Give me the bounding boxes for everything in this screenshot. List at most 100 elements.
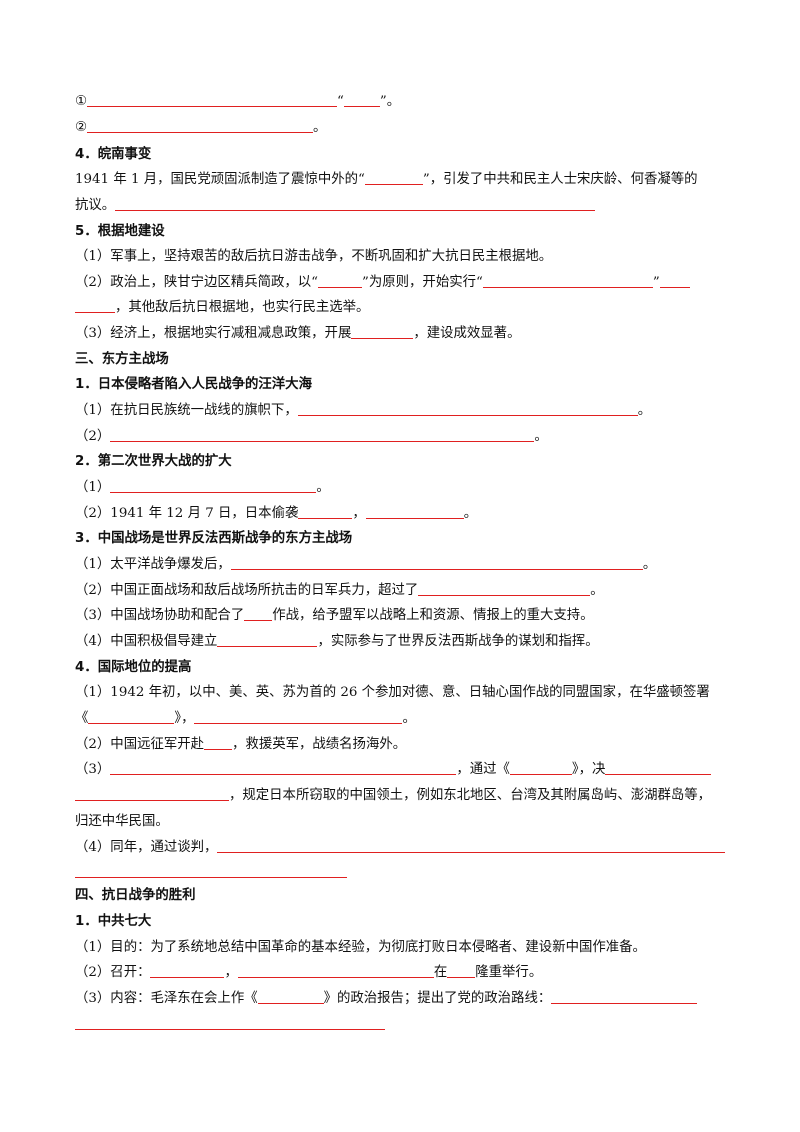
text-segment: 三、东方主战场 xyxy=(75,352,169,367)
fill-in-blank[interactable] xyxy=(217,838,726,853)
text-segment: 四、抗日战争的胜利 xyxy=(75,888,196,903)
section-heading: 2．第二次世界大战的扩大 xyxy=(75,452,735,472)
fill-in-blank[interactable] xyxy=(257,989,324,1004)
section-heading: 3．中国战场是世界反法西斯战争的东方主战场 xyxy=(75,529,735,549)
text-line: ①“”。 xyxy=(75,92,735,112)
text-line: 1941 年 1 月，国民党顽固派制造了震惊中外的“”，引发了中共和民主人士宋庆… xyxy=(75,170,735,190)
text-line: （3）中国战场协助和配合了作战，给予盟军以战略上和资源、情报上的重大支持。 xyxy=(75,606,735,626)
fill-in-blank[interactable] xyxy=(110,427,535,442)
text-segment: ”，引发了中共和民主人士宋庆龄、何香凝等的 xyxy=(422,172,698,187)
text-segment: （1）军事上，坚持艰苦的敌后抗日游击战争，不断巩固和扩大抗日民主根据地。 xyxy=(75,249,553,264)
section-heading: 4．皖南事变 xyxy=(75,145,735,165)
text-segment: 》，决 xyxy=(571,762,606,777)
text-segment: 抗议。 xyxy=(75,198,116,213)
text-segment: 归还中华民国。 xyxy=(75,814,169,829)
text-line: ②。 xyxy=(75,118,735,138)
fill-in-blank[interactable] xyxy=(447,963,476,978)
text-segment: 。 xyxy=(590,583,604,598)
fill-in-blank[interactable] xyxy=(237,963,434,978)
fill-in-blank[interactable] xyxy=(509,760,572,775)
text-line: （1）太平洋战争爆发后， 。 xyxy=(75,555,735,575)
fill-in-blank[interactable] xyxy=(244,606,273,621)
fill-in-blank[interactable] xyxy=(194,709,403,724)
section-heading: 5．根据地建设 xyxy=(75,222,735,242)
text-segment: （3）内容：毛泽东在会上作《 xyxy=(75,991,258,1006)
fill-in-blank[interactable] xyxy=(115,196,596,211)
text-segment: ”为原则，开始实行“ xyxy=(362,275,483,290)
fill-in-blank[interactable] xyxy=(75,1015,385,1030)
text-line: （4）同年，通过谈判， xyxy=(75,838,735,858)
text-segment: （2）中国正面战场和敌后战场所抗击的日军兵力，超过了 xyxy=(75,583,419,598)
text-segment: 1．中共七大 xyxy=(75,914,152,929)
text-segment: ，建设成效显著。 xyxy=(413,326,521,341)
text-segment: 2．第二次世界大战的扩大 xyxy=(75,454,232,469)
text-segment: ，其他敌后抗日根据地，也实行民主选举。 xyxy=(115,300,370,315)
text-segment: 3．中国战场是世界反法西斯战争的东方主战场 xyxy=(75,531,353,546)
text-segment: ， xyxy=(352,506,366,521)
fill-in-blank[interactable] xyxy=(343,92,380,107)
text-line xyxy=(75,863,735,883)
section-heading: 三、东方主战场 xyxy=(75,350,735,370)
fill-in-blank[interactable] xyxy=(298,504,353,519)
text-line: 抗议。 xyxy=(75,196,735,216)
text-segment: （1） xyxy=(75,480,111,495)
text-segment: 4．皖南事变 xyxy=(75,147,152,162)
text-line: 《》，。 xyxy=(75,709,735,729)
text-segment: （3） xyxy=(75,762,111,777)
fill-in-blank[interactable] xyxy=(204,735,233,750)
fill-in-blank[interactable] xyxy=(318,273,363,288)
fill-in-blank[interactable] xyxy=(605,760,712,775)
text-segment: （2）1941 年 12 月 7 日，日本偷袭 xyxy=(75,506,299,521)
text-segment: （2） xyxy=(75,429,111,444)
fill-in-blank[interactable] xyxy=(365,504,464,519)
fill-in-blank[interactable] xyxy=(297,401,638,416)
text-segment: 。 xyxy=(637,403,652,418)
text-segment: 。 xyxy=(313,120,327,135)
text-segment: （4）中国积极倡导建立 xyxy=(75,634,218,649)
text-segment: 。 xyxy=(534,429,548,444)
text-segment: （1）1942 年初，以中、美、英、苏为首的 26 个参加对德、意、日轴心国作战… xyxy=(75,685,710,700)
text-line: （2）中国正面战场和敌后战场所抗击的日军兵力，超过了 。 xyxy=(75,581,735,601)
text-segment: （1）目的：为了系统地总结中国革命的基本经验，为彻底打败日本侵略者、建设新中国作… xyxy=(75,940,646,955)
text-line xyxy=(75,1015,735,1035)
text-line: （2）召开：，在隆重举行。 xyxy=(75,963,735,983)
fill-in-blank[interactable] xyxy=(87,118,314,133)
text-line: （3） ，通过《 》，决 xyxy=(75,760,735,780)
fill-in-blank[interactable] xyxy=(75,298,115,313)
text-segment: 》的政治报告；提出了党的政治路线： xyxy=(323,991,552,1006)
fill-in-blank[interactable] xyxy=(482,273,653,288)
text-segment: ① xyxy=(75,94,88,109)
text-line: （1） 。 xyxy=(75,478,735,498)
text-line: （1）在抗日民族统一战线的旗帜下，。 xyxy=(75,401,735,421)
text-segment: 。 xyxy=(316,480,330,495)
fill-in-blank[interactable] xyxy=(659,273,690,288)
fill-in-blank[interactable] xyxy=(217,632,318,647)
text-segment: ，通过《 xyxy=(456,762,510,777)
text-segment: 。 xyxy=(642,557,657,572)
text-segment: ”。 xyxy=(379,94,401,109)
text-segment: 。 xyxy=(463,506,478,521)
text-line: （2）中国远征军开赴 ，救援英军，战绩名扬海外。 xyxy=(75,735,735,755)
fill-in-blank[interactable] xyxy=(87,92,338,107)
fill-in-blank[interactable] xyxy=(418,581,591,596)
fill-in-blank[interactable] xyxy=(230,555,643,570)
fill-in-blank[interactable] xyxy=(88,709,175,724)
fill-in-blank[interactable] xyxy=(110,478,317,493)
text-segment: （3）中国战场协助和配合了 xyxy=(75,608,245,623)
text-segment: （1）太平洋战争爆发后， xyxy=(75,557,231,572)
fill-in-blank[interactable] xyxy=(351,324,414,339)
text-segment: 在 xyxy=(433,965,448,980)
fill-in-blank[interactable] xyxy=(75,786,229,801)
text-segment: 4．国际地位的提高 xyxy=(75,660,192,675)
fill-in-blank[interactable] xyxy=(150,963,225,978)
text-segment: （2）中国远征军开赴 xyxy=(75,737,205,752)
fill-in-blank[interactable] xyxy=(551,989,698,1004)
fill-in-blank[interactable] xyxy=(75,863,347,878)
text-segment: 》， xyxy=(174,711,195,726)
text-segment: ， xyxy=(224,965,238,980)
text-segment: ，救援英军，战绩名扬海外。 xyxy=(232,737,407,752)
fill-in-blank[interactable] xyxy=(364,170,423,185)
text-segment: ，规定日本所窃取的中国领土，例如东北地区、台湾及其附属岛屿、澎湖群岛等， xyxy=(229,788,712,803)
fill-in-blank[interactable] xyxy=(110,760,457,775)
text-line: （1）目的：为了系统地总结中国革命的基本经验，为彻底打败日本侵略者、建设新中国作… xyxy=(75,938,735,958)
